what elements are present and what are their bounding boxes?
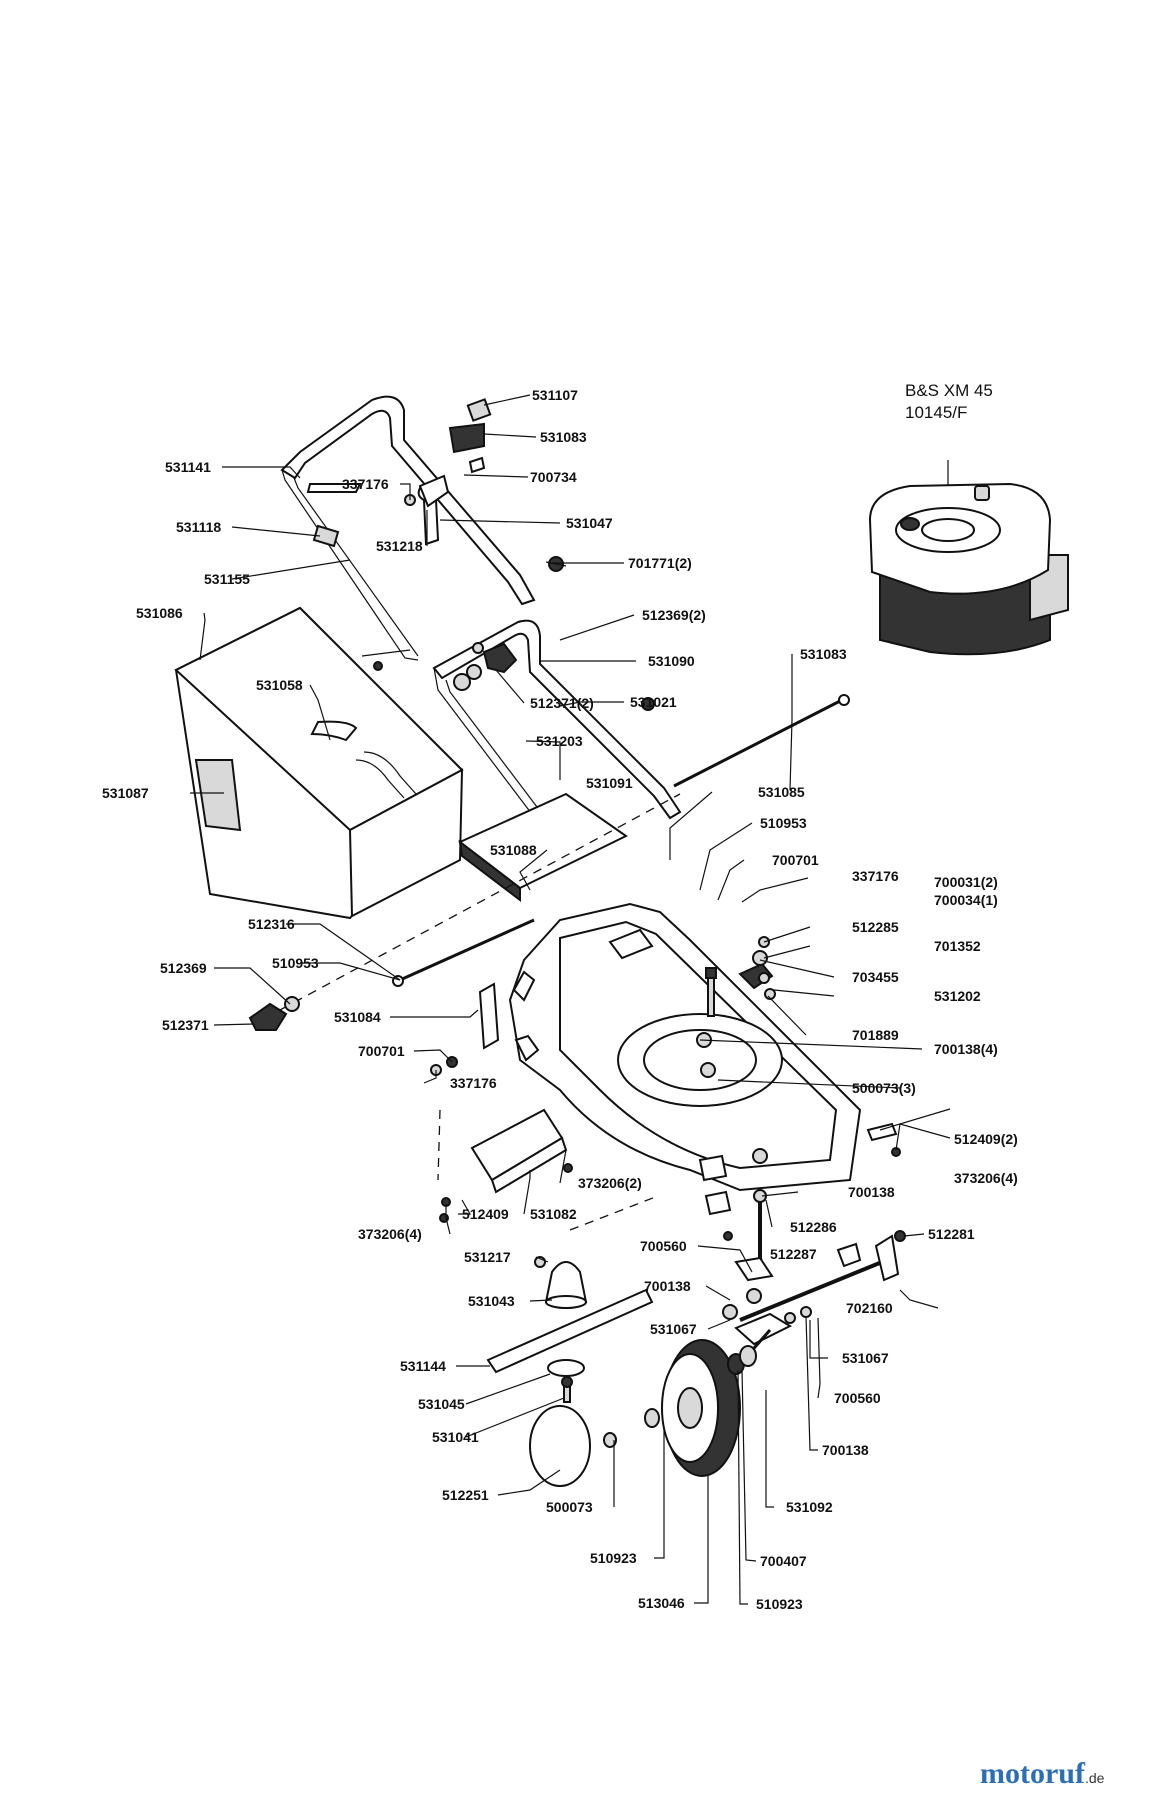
part-label: 700701 [358, 1043, 405, 1059]
part-label: 531047 [566, 515, 613, 531]
engine-code: 10145/F [905, 403, 968, 422]
part-label: 531086 [136, 605, 183, 621]
part-label: 337176 [342, 476, 389, 492]
part-label: 531155 [204, 571, 250, 587]
part-label: 512371(2) [530, 695, 594, 711]
part-label: 373206(4) [358, 1226, 422, 1242]
part-label: 510953 [272, 955, 319, 971]
part-label: 531083 [800, 646, 847, 662]
part-label: 373206(4) [954, 1170, 1018, 1186]
part-label: 700560 [640, 1238, 687, 1254]
deck-hardware [439, 936, 901, 1241]
part-label: 531202 [934, 988, 981, 1004]
watermark-brand: motoruf [980, 1757, 1085, 1790]
part-label: 703455 [852, 969, 899, 985]
part-label: 512285 [852, 919, 899, 935]
part-label: 531043 [468, 1293, 515, 1309]
part-label: 512287 [770, 1246, 817, 1262]
part-label: 700560 [834, 1390, 881, 1406]
brand-watermark: motoruf.de [980, 1757, 1104, 1791]
part-label: 531203 [536, 733, 583, 749]
blade-assembly [486, 1256, 654, 1403]
part-label: 531045 [418, 1396, 465, 1412]
part-label: 531092 [786, 1499, 833, 1515]
part-label: 512369(2) [642, 607, 706, 623]
assembly-guides [279, 793, 681, 1231]
part-label: 512316 [248, 916, 295, 932]
side-brackets [470, 982, 898, 1216]
part-label: 337176 [450, 1075, 497, 1091]
part-label: 531085 [758, 784, 805, 800]
handle-fasteners [361, 398, 655, 711]
engine-illustration [868, 460, 1069, 656]
rear-wheel [529, 1339, 757, 1487]
part-label: 700734 [530, 469, 577, 485]
part-label: 701352 [934, 938, 981, 954]
part-label: 512286 [790, 1219, 837, 1235]
part-label: 531067 [842, 1350, 889, 1366]
part-label: 531021 [630, 694, 677, 710]
part-label: 512409 [462, 1206, 509, 1222]
grass-catcher-bag [174, 606, 464, 920]
part-label: 700138(4) [934, 1041, 998, 1057]
part-label: 531082 [530, 1206, 577, 1222]
part-label: 701889 [852, 1027, 899, 1043]
part-label: 531091 [586, 775, 633, 791]
part-label: 531118 [176, 519, 221, 535]
part-label: 531144 [400, 1358, 446, 1374]
leader-lines [190, 394, 951, 1605]
part-label: 513046 [638, 1595, 685, 1611]
part-label: 531067 [650, 1321, 697, 1337]
part-label: 500073 [546, 1499, 593, 1515]
part-label: 531084 [334, 1009, 381, 1025]
part-label: 510923 [756, 1596, 803, 1612]
rod-512316 [392, 918, 535, 987]
part-label: 512409(2) [954, 1131, 1018, 1147]
part-label: 500073(3) [852, 1080, 916, 1096]
engine-model: B&S XM 45 [905, 381, 993, 400]
part-label: 700031(2) [934, 874, 998, 890]
part-label: 702160 [846, 1300, 893, 1316]
part-label: 531217 [464, 1249, 511, 1265]
part-label: 701771(2) [628, 555, 692, 571]
part-label: 531141 [165, 459, 211, 475]
part-label: 512369 [160, 960, 207, 976]
part-label: 531087 [102, 785, 149, 801]
part-label: 531041 [432, 1429, 479, 1445]
part-labels: 531107 531083 700734 531141 337176 53104… [102, 387, 1018, 1612]
part-label: 531107 [532, 387, 578, 403]
mower-deck [508, 902, 862, 1192]
part-label: 512251 [442, 1487, 489, 1503]
part-label: 700138 [848, 1184, 895, 1200]
upper-handle [280, 395, 536, 661]
part-label: 510953 [760, 815, 807, 831]
rear-flap [458, 792, 628, 903]
part-label: 700034(1) [934, 892, 998, 908]
part-label: 512281 [928, 1226, 975, 1242]
part-label: 700701 [772, 852, 819, 868]
part-label: 512371 [162, 1017, 209, 1033]
rod-531083 [673, 694, 850, 788]
watermark-tld: .de [1084, 1770, 1105, 1786]
part-label: 373206(2) [578, 1175, 642, 1191]
part-label: 531090 [648, 653, 695, 669]
part-label: 531218 [376, 538, 423, 554]
part-label: 700407 [760, 1553, 807, 1569]
axle-assembly [722, 1189, 906, 1365]
part-label: 531058 [256, 677, 303, 693]
part-label: 700138 [644, 1278, 691, 1294]
part-label: 700138 [822, 1442, 869, 1458]
engine-model-label: B&S XM 45 10145/F [905, 380, 993, 424]
part-label: 531083 [540, 429, 587, 445]
part-label: 531088 [490, 842, 537, 858]
part-label: 510923 [590, 1550, 637, 1566]
part-label: 337176 [852, 868, 899, 884]
